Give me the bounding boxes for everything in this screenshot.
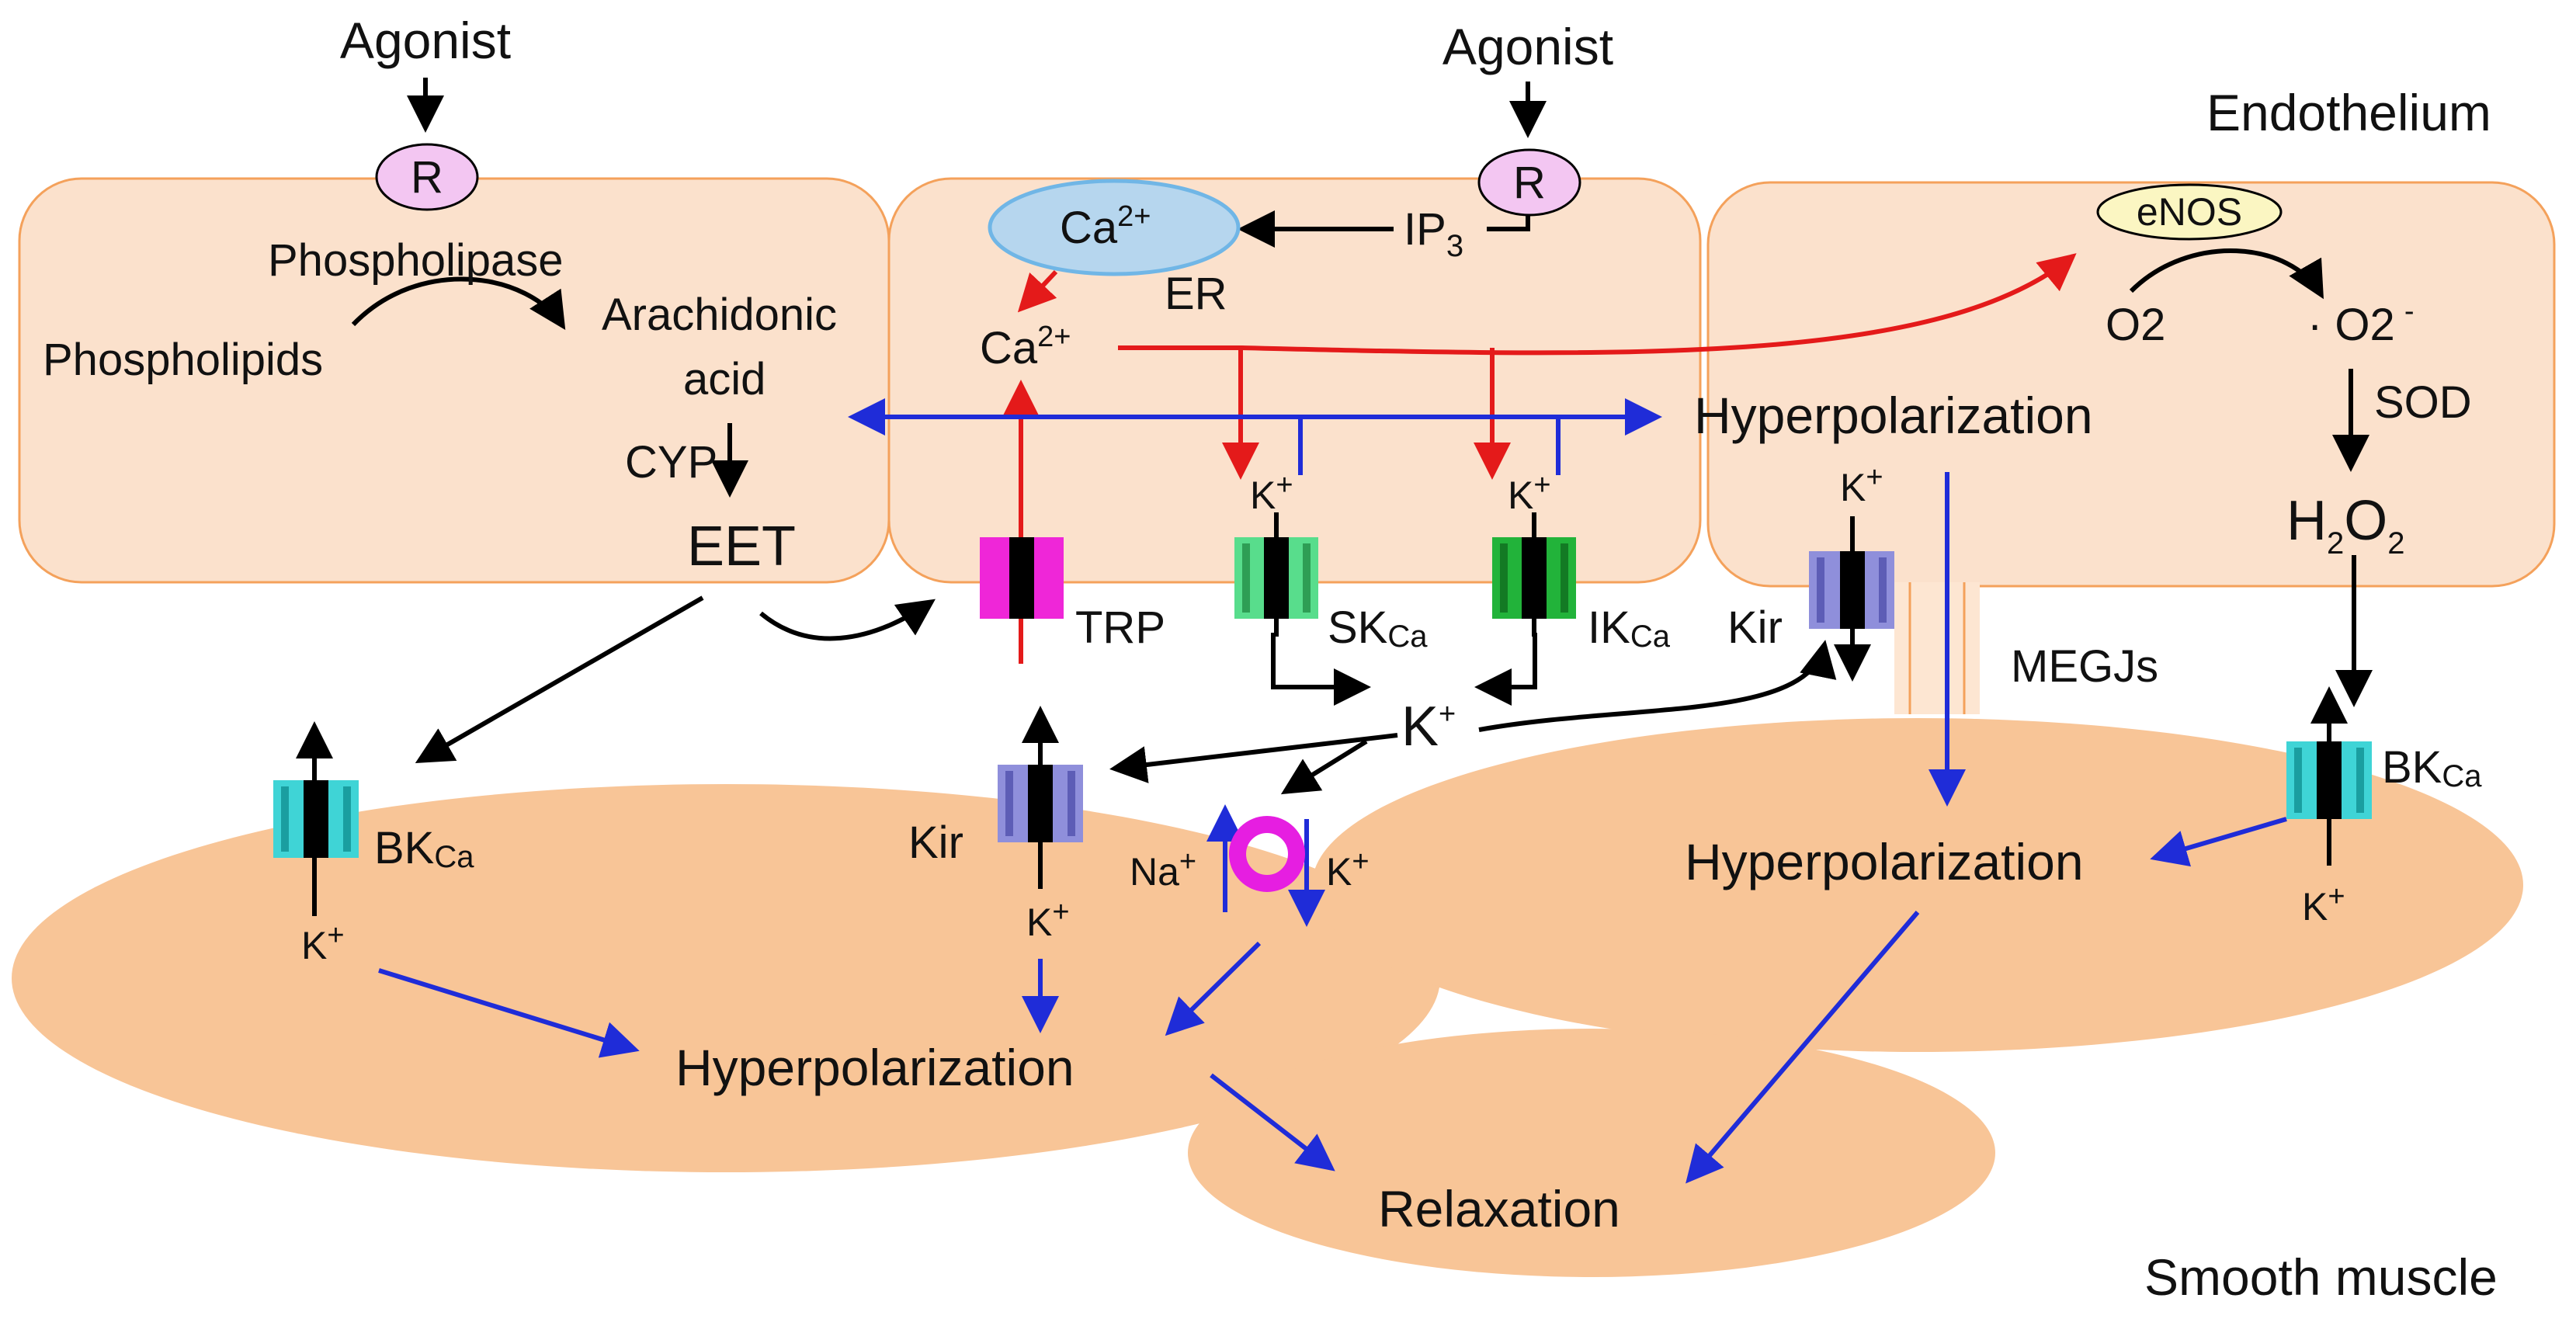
blue-arrows: [378, 398, 2287, 1184]
er-label: ER: [1165, 269, 1227, 319]
relaxation-label: Relaxation: [1378, 1180, 1620, 1237]
eet-label: EET: [687, 515, 796, 578]
cyp-label: CYP: [625, 437, 717, 488]
agonist-left-label: Agonist: [340, 12, 511, 69]
arrow-ca-to-enos: [1118, 253, 2077, 356]
k-ion-kir-endothelial-label: K+: [1840, 461, 1883, 509]
kir-smooth-muscle-label: Kir: [908, 817, 963, 868]
enos-enzyme: eNOS: [2096, 183, 2283, 241]
hyperpolarization-endothelium-label: Hyperpolarization: [1694, 387, 2093, 444]
o2-label: O2: [2106, 300, 2165, 350]
smooth-muscle-cells: [12, 718, 2523, 1277]
smooth-muscle-label: Smooth muscle: [2144, 1248, 2498, 1306]
trp-label: TRP: [1075, 602, 1165, 653]
er-calcium-label: Ca2+: [1060, 200, 1151, 253]
arrow-skca-efflux: [1271, 633, 1371, 706]
arrow-pump-to-hyperpol: [1165, 941, 1262, 1036]
h2o2-label: H2O2: [2286, 490, 2405, 561]
k-ion-skca-label: K+: [1250, 469, 1293, 517]
skca-label: SKCa: [1328, 602, 1428, 654]
agonist-right-label: Agonist: [1442, 18, 1613, 75]
arrow-phospholipase: [351, 276, 566, 331]
k-ion-bkca-left-label: K+: [301, 919, 345, 967]
bkca-channel-left: [273, 721, 359, 916]
smooth-muscle-cell-right: [1312, 718, 2523, 1052]
k-ion-bkca-right-label: K+: [2302, 880, 2345, 929]
arrow-bkca-right-to-hyperpol: [2150, 817, 2287, 867]
bkca-channel-right: [2286, 686, 2372, 866]
k-ion-center-label: K+: [1401, 696, 1456, 758]
ip3-label: IP3: [1404, 204, 1463, 263]
endoplasmic-reticulum: Ca2+: [988, 179, 1241, 276]
endothelial-cells: [18, 177, 2556, 588]
arrow-k-to-kir-endo: [1478, 640, 1837, 732]
bkca-left-label: BKCa: [374, 823, 474, 874]
arachidonic-label: Arachidonic: [602, 290, 837, 340]
arrow-ikca-efflux: [1474, 633, 1537, 706]
smooth-muscle-cell-bottom: [1188, 1029, 1995, 1277]
na-k-pump: [1229, 816, 1305, 892]
receptor-left-label: R: [411, 152, 443, 203]
black-arrows: [351, 78, 2373, 795]
arrow-eet-to-trp: [759, 599, 936, 641]
kir-channel-smooth-muscle: [998, 706, 1083, 889]
k-ion-ikca-label: K+: [1508, 469, 1551, 517]
smooth-muscle-cell-left: [12, 784, 1440, 1172]
sod-label: SOD: [2374, 377, 2472, 428]
arrow-receptor-to-ip3: [1487, 213, 1530, 231]
na-ion-label: Na+: [1130, 845, 1196, 894]
arrow-o2-to-superoxide: [2129, 248, 2324, 300]
arrow-er-release: [1017, 269, 1058, 313]
receptor-right-label: R: [1513, 158, 1546, 208]
arrow-eet-to-bkca: [415, 595, 704, 763]
kir-endothelial-label: Kir: [1727, 602, 1783, 653]
kir-channel-endothelial: [1809, 516, 1894, 682]
arrow-k-to-pump: [1280, 739, 1368, 795]
k-ion-pump-label: K+: [1326, 845, 1370, 894]
acid-label: acid: [683, 354, 766, 404]
receptor-right: R: [1477, 148, 1581, 217]
k-ion-kir-smooth-muscle-label: K+: [1026, 896, 1070, 944]
superoxide-label: · O2-: [2307, 295, 2414, 350]
trp-channel: [980, 537, 1064, 619]
endothelial-cell-right: [1706, 181, 2556, 588]
arrow-hyperpol-left-to-relax: [1210, 1073, 1335, 1171]
bkca-right-label: BKCa: [2382, 742, 2482, 793]
arrow-hyperpol-right-to-relax: [1686, 911, 1920, 1184]
phospholipids-label: Phospholipids: [43, 335, 323, 385]
phospholipase-label: Phospholipase: [268, 235, 564, 286]
text-labels: Agonist Agonist Endothelium Smooth muscl…: [43, 12, 2498, 1306]
megjs-label: MEGJs: [2011, 641, 2158, 692]
cytosolic-calcium-label: Ca2+: [980, 321, 1071, 373]
skca-channel: [1234, 512, 1318, 637]
arrow-bkca-left-to-hyperpol: [378, 968, 640, 1058]
ikca-channel: [1492, 512, 1576, 637]
megj-junction: [1894, 582, 1980, 714]
hyperpolarization-smooth-muscle-left-label: Hyperpolarization: [675, 1039, 1074, 1096]
receptor-left: R: [375, 143, 479, 211]
arrow-k-to-kir-sm: [1109, 733, 1398, 783]
hyperpolarization-smooth-muscle-right-label: Hyperpolarization: [1685, 833, 2084, 890]
enos-label: eNOS: [2137, 190, 2242, 234]
ikca-label: IKCa: [1588, 602, 1671, 654]
endothelium-label: Endothelium: [2206, 84, 2491, 141]
